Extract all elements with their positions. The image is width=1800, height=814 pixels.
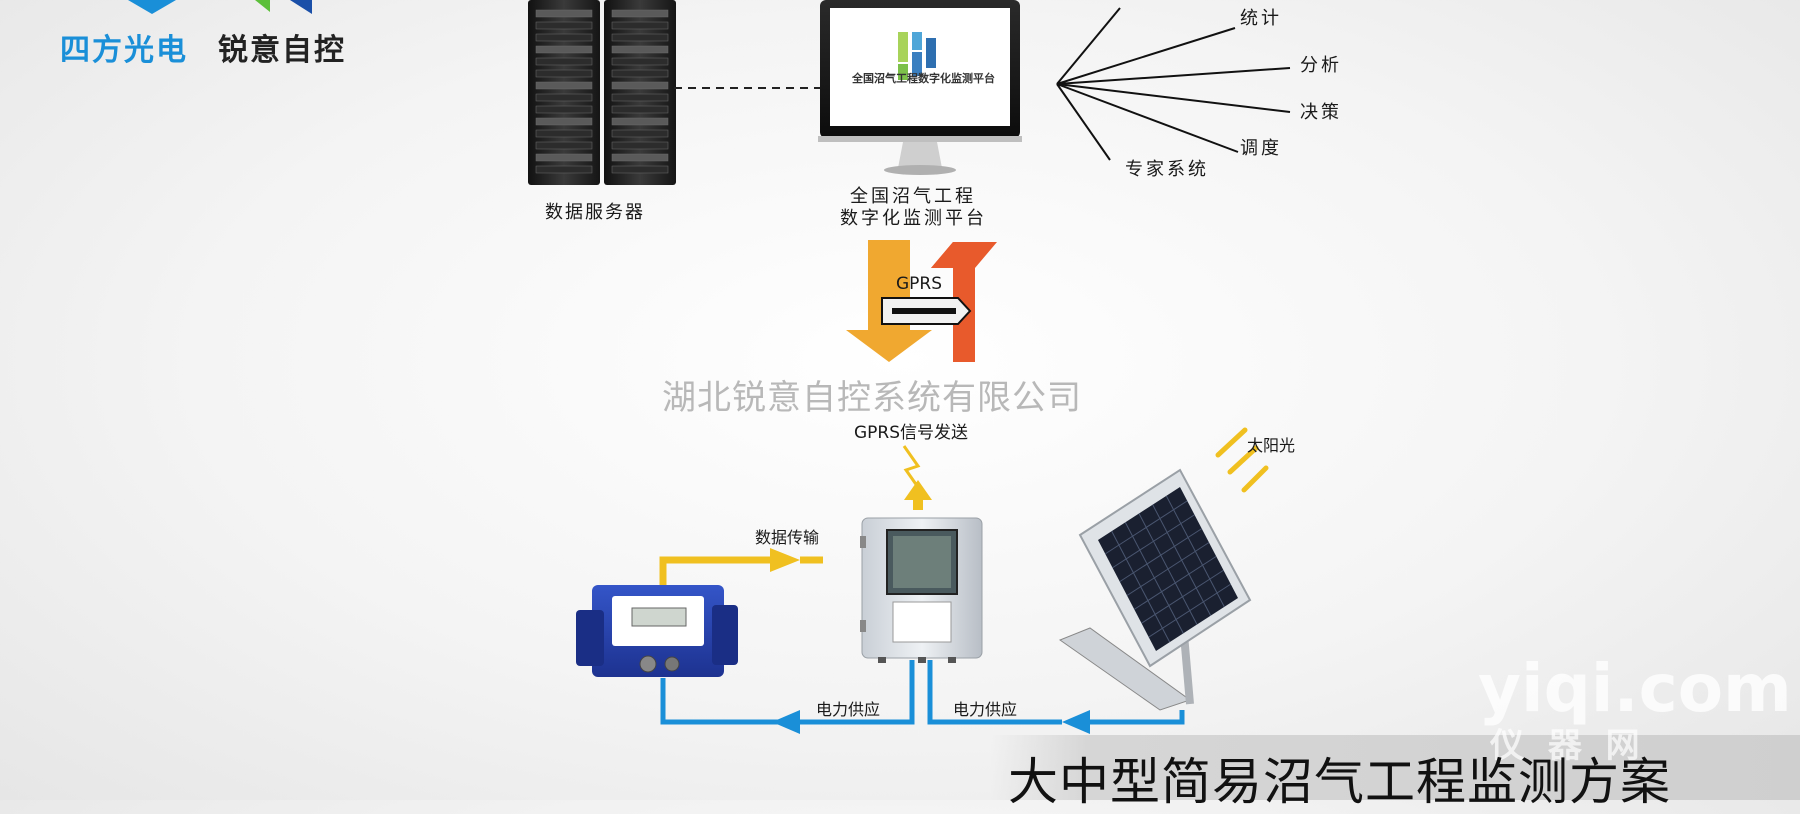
solar-panel-icon — [1058, 468, 1252, 711]
ruiyi-logo-icon — [255, 0, 312, 14]
flow-meter-icon — [576, 585, 738, 677]
screen-title: 全国沼气工程数字化监测平台 — [852, 72, 995, 85]
function-fan-lines — [1056, 7, 1291, 161]
gprs-module-icon — [881, 297, 972, 325]
platform-label-line2: 数字化监测平台 — [840, 208, 987, 229]
monitor-icon — [818, 0, 1022, 175]
data-transfer-label: 数据传输 — [755, 528, 820, 547]
function-label-expert: 专家系统 — [1125, 159, 1209, 180]
title-banner — [990, 735, 1800, 800]
main-title: 大中型简易沼气工程监测方案 — [1008, 753, 1671, 811]
site-watermark: yiqi.com — [1478, 650, 1792, 727]
function-label-stats: 统计 — [1240, 8, 1282, 29]
function-label-dispatch: 调度 — [1240, 138, 1282, 159]
gprs-signal-label: GPRS信号发送 — [854, 423, 969, 443]
sunlight-label: 太阳光 — [1247, 436, 1296, 455]
function-label-analysis: 分析 — [1300, 55, 1342, 76]
sifang-logo-icon — [128, 0, 176, 14]
power-line-right — [927, 660, 1185, 734]
controller-box-icon — [860, 517, 983, 663]
server-label: 数据服务器 — [545, 202, 645, 223]
power-supply-label-right: 电力供应 — [953, 700, 1018, 719]
sifang-logo-text: 四方光电 — [60, 33, 188, 68]
data-server-icon — [528, 0, 676, 185]
gprs-up-arrow — [931, 242, 997, 362]
power-supply-label-left: 电力供应 — [816, 700, 881, 719]
function-label-decision: 决策 — [1300, 102, 1342, 123]
platform-logo-icon — [898, 32, 936, 80]
platform-label-line1: 全国沼气工程 — [850, 186, 976, 207]
signal-lightning-icon — [902, 445, 932, 510]
company-watermark: 湖北锐意自控系统有限公司 — [662, 378, 1082, 418]
power-line-left — [660, 660, 915, 734]
gprs-label: GPRS — [896, 274, 943, 294]
site-watermark-sub: 仪 器 网 — [1490, 726, 1646, 766]
data-transfer-arrow — [659, 548, 823, 595]
sunlight-rays-icon — [1215, 427, 1269, 493]
ruiyi-logo-text: 锐意自控 — [218, 33, 346, 68]
